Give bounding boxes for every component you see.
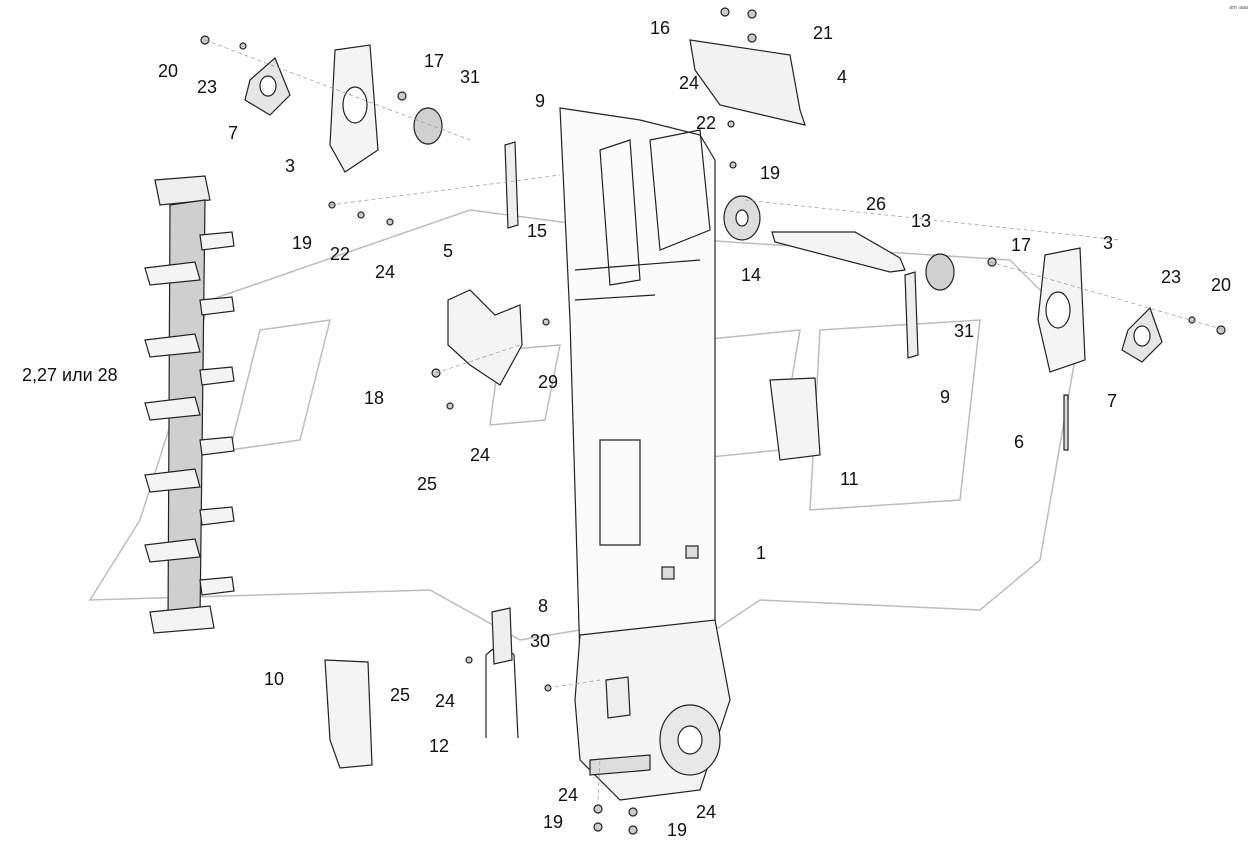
callout-18: 18 bbox=[364, 388, 385, 408]
callout-22: 22 bbox=[330, 244, 351, 264]
part-31-bearing-left bbox=[413, 107, 443, 145]
callout-2-27-28: 2,27 или 28 bbox=[22, 365, 118, 385]
callout-24: 24 bbox=[470, 445, 491, 465]
callout-9: 9 bbox=[940, 387, 951, 407]
callout-25: 25 bbox=[417, 474, 438, 494]
callout-7: 7 bbox=[1107, 391, 1118, 411]
part-31-bearing-right bbox=[925, 253, 955, 291]
part-10-plate bbox=[324, 659, 373, 769]
callout-24: 24 bbox=[679, 73, 700, 93]
part-7-flange-left bbox=[244, 56, 291, 116]
part-7-flange-right bbox=[1121, 306, 1163, 363]
part-3-bearing-plate-right bbox=[1037, 247, 1086, 373]
part-5-bracket bbox=[447, 289, 523, 386]
callout-8: 8 bbox=[538, 596, 549, 616]
callout-23: 23 bbox=[1161, 267, 1182, 287]
callout-4: 4 bbox=[837, 67, 848, 87]
fasteners bbox=[200, 7, 1226, 835]
callout-16: 16 bbox=[650, 18, 671, 38]
callout-1: 1 bbox=[756, 543, 767, 563]
callout-20: 20 bbox=[158, 61, 179, 81]
callout-3: 3 bbox=[285, 156, 296, 176]
callout-31: 31 bbox=[460, 67, 481, 87]
callout-17: 17 bbox=[424, 51, 445, 71]
callout-30: 30 bbox=[530, 631, 551, 651]
callout-29: 29 bbox=[538, 372, 559, 392]
callout-14: 14 bbox=[741, 265, 762, 285]
callout-13: 13 bbox=[911, 211, 932, 231]
part-1-elevator-housing bbox=[559, 107, 731, 801]
part-14-sprocket bbox=[723, 195, 761, 241]
callout-23: 23 bbox=[197, 77, 218, 97]
callout-10: 10 bbox=[264, 669, 285, 689]
axis-lines bbox=[204, 39, 1226, 801]
part-3-bearing-plate-left bbox=[329, 44, 379, 173]
callout-26: 26 bbox=[866, 194, 887, 214]
callout-19: 19 bbox=[292, 233, 313, 253]
callout-15: 15 bbox=[527, 221, 548, 241]
part-9-strip-right bbox=[904, 271, 919, 359]
part-4-top-cover bbox=[689, 39, 806, 126]
callout-31: 31 bbox=[954, 321, 975, 341]
part-13-shaft bbox=[771, 231, 906, 273]
callout-24: 24 bbox=[696, 802, 717, 822]
callout-3: 3 bbox=[1103, 233, 1114, 253]
part-6-pin bbox=[1063, 394, 1069, 451]
callout-20: 20 bbox=[1211, 275, 1232, 295]
callout-25: 25 bbox=[390, 685, 411, 705]
callout-17: 17 bbox=[1011, 235, 1032, 255]
callout-11: 11 bbox=[840, 469, 859, 489]
callout-6: 6 bbox=[1014, 432, 1025, 452]
callout-5: 5 bbox=[443, 241, 454, 261]
part-2-conveyor-chain bbox=[144, 175, 235, 634]
part-15-strip bbox=[504, 141, 519, 229]
callout-12: 12 bbox=[429, 736, 450, 756]
part-11-plate bbox=[769, 377, 821, 461]
callout-19: 19 bbox=[760, 163, 781, 183]
callout-24: 24 bbox=[558, 785, 579, 805]
callout-9: 9 bbox=[535, 91, 546, 111]
callout-24: 24 bbox=[375, 262, 396, 282]
callout-21: 21 bbox=[813, 23, 834, 43]
callout-19: 19 bbox=[667, 820, 688, 840]
corner-mark: ᵃᵐ ᵃᵃᵃ bbox=[1229, 4, 1248, 13]
callout-7: 7 bbox=[228, 123, 239, 143]
callout-22: 22 bbox=[696, 113, 717, 133]
callout-24: 24 bbox=[435, 691, 456, 711]
callout-19: 19 bbox=[543, 812, 564, 832]
